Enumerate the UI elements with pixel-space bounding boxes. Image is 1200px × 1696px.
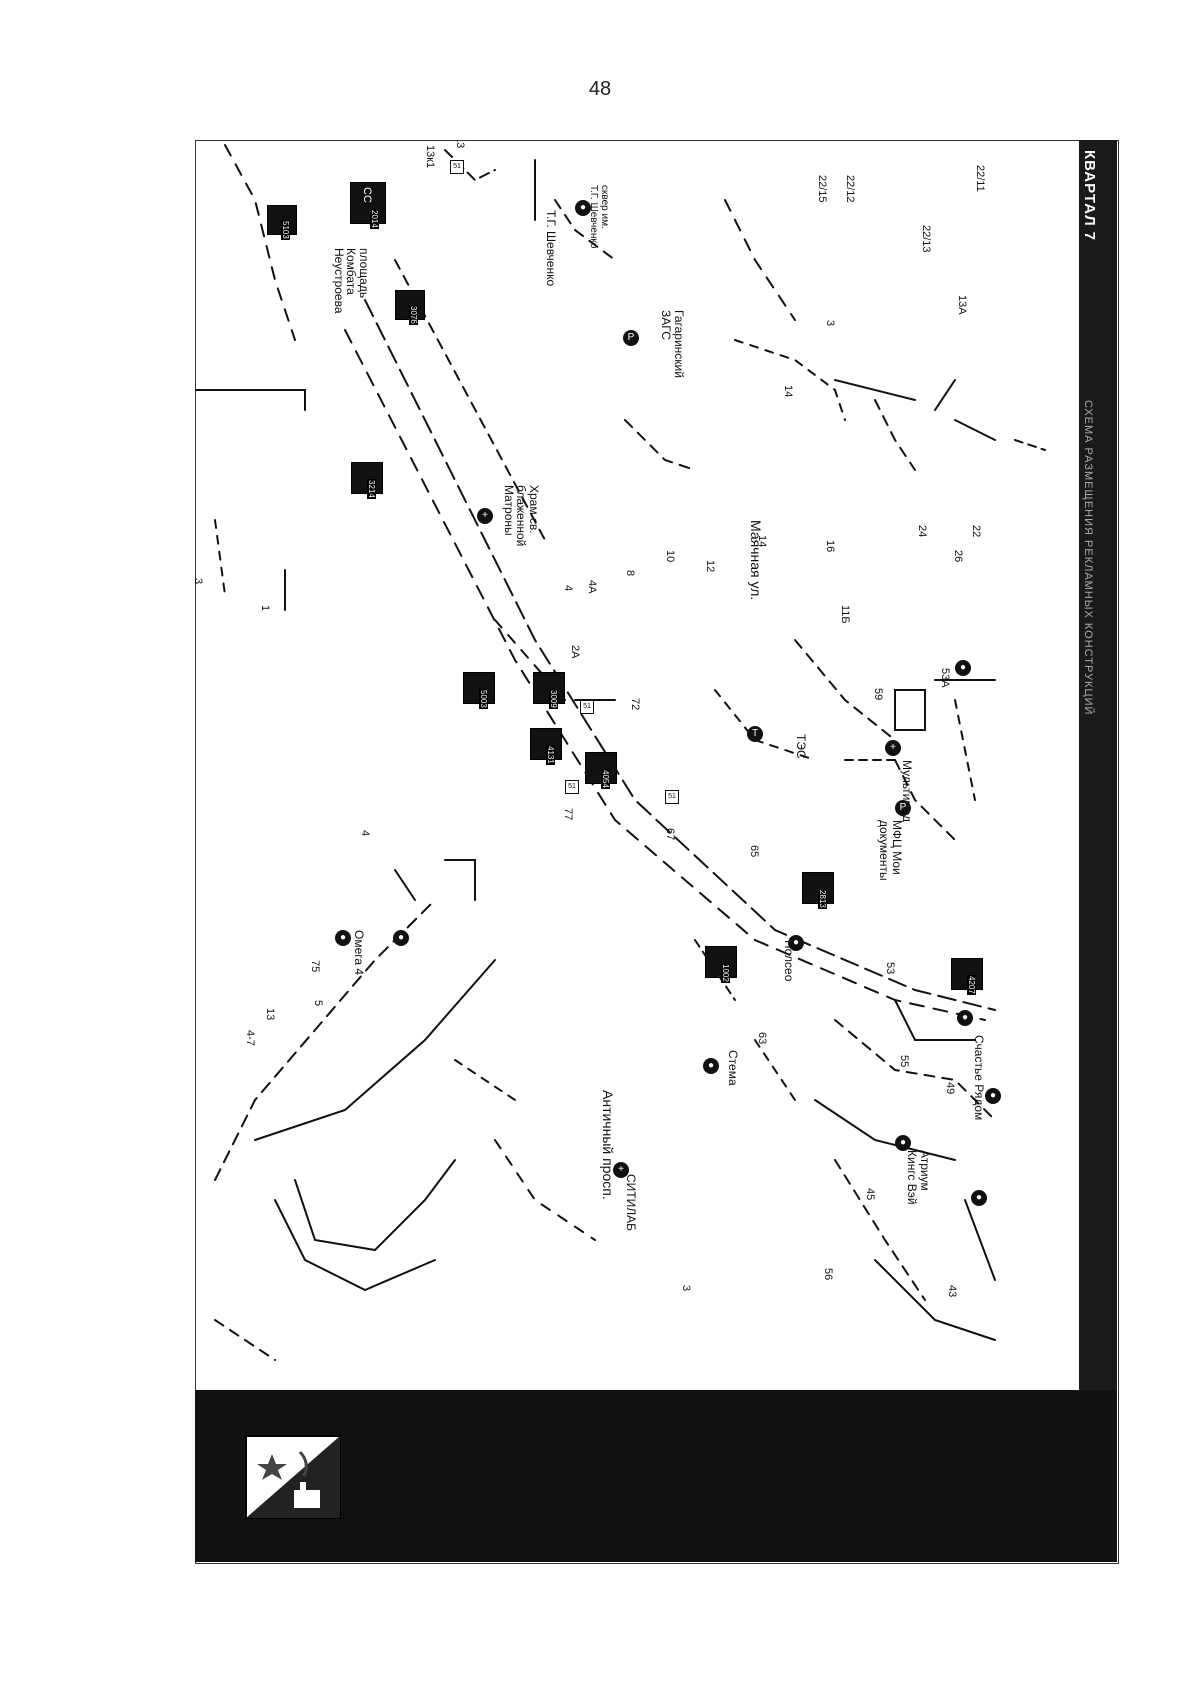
house-number: 14 — [782, 385, 794, 398]
house-number: 13 — [264, 1008, 276, 1021]
billboard-marker[interactable]: 2813 — [802, 872, 834, 909]
house-number: 56 — [822, 1268, 834, 1281]
place-label-skver: сквер им. Т.Г. Шевченко — [588, 185, 611, 249]
church-icon: + — [477, 508, 493, 524]
billboard-marker[interactable]: 5103 — [267, 205, 297, 240]
house-number: 4-7 — [244, 1030, 256, 1046]
house-number: 3 — [824, 320, 836, 327]
bus-stop-icon: 51 — [665, 790, 679, 804]
city-emblem-icon — [242, 1432, 344, 1522]
lab-icon: + — [613, 1162, 629, 1178]
bus-stop-icon: 51 — [450, 160, 464, 174]
billboard-marker[interactable]: 4131 — [530, 728, 562, 765]
house-number: 22/12 — [844, 175, 856, 203]
medical-icon: + — [885, 740, 901, 756]
billboard-marker[interactable]: 1002 — [705, 946, 737, 983]
shop-icon: ● — [335, 930, 351, 946]
house-number: 4 — [562, 585, 574, 592]
billboard-marker[interactable]: 5003 — [463, 672, 495, 709]
shop-icon: ● — [393, 930, 409, 946]
house-number: 55 — [898, 1055, 910, 1068]
footer-bar — [195, 1390, 1117, 1562]
bus-stop-icon: 51 — [580, 700, 594, 714]
shop-icon: ● — [957, 1010, 973, 1026]
house-number: 53 — [884, 962, 896, 975]
house-number: 4А — [586, 580, 598, 594]
house-number: 24 — [916, 525, 928, 538]
house-number: 8 — [624, 570, 636, 577]
house-number: 1 — [259, 605, 271, 612]
place-label-stema: Стема — [726, 1050, 740, 1086]
house-number: 12 — [704, 560, 716, 573]
road-network — [195, 144, 1046, 1361]
house-number: 26 — [952, 550, 964, 563]
place-label-shevchenko: Т.Г. Шевченко — [544, 210, 558, 287]
street-label-antichny: Античный просп. — [600, 1090, 616, 1200]
place-label-khram: Храм св. блаженной Матроны — [501, 485, 541, 547]
shop-icon: ● — [788, 935, 804, 951]
place-label-ploshchad: площадь Комбата Неустроева — [331, 248, 371, 314]
park-icon: ● — [575, 200, 591, 216]
place-label-atrium: Атриум Кингс Вэй — [905, 1150, 932, 1205]
title-band — [1079, 140, 1117, 1390]
billboard-marker[interactable]: 3009 — [533, 672, 565, 709]
place-label-sitilab: СИТИЛАБ — [624, 1174, 638, 1231]
house-number: 10 — [664, 550, 676, 563]
billboard-marker-cc[interactable]: СС 2014 — [350, 182, 386, 229]
house-number: 3 — [680, 1285, 692, 1292]
shop-icon: ● — [971, 1190, 987, 1206]
marker-icon: ● — [955, 660, 971, 676]
registry-office-icon: P — [623, 330, 639, 346]
map-sheet — [195, 140, 1119, 1564]
mall-icon: ● — [895, 1135, 911, 1151]
band-caption: СХЕМА РАЗМЕЩЕНИЯ РЕКЛАМНЫХ КОНСТРУКЦИЙ — [1082, 400, 1094, 716]
billboard-marker[interactable]: 3076 — [395, 290, 425, 325]
house-number: 59 — [872, 688, 884, 701]
quarter-title: КВАРТАЛ 7 — [1081, 150, 1098, 242]
page-number: 48 — [588, 78, 612, 100]
bus-stop-icon: 51 — [565, 780, 579, 794]
map-canvas[interactable]: площадь Комбата Неустроева Т.Г. Шевченко… — [195, 140, 1079, 1390]
street-label-mayachnaya: Маячная ул. — [748, 520, 764, 601]
house-number: 43 — [946, 1285, 958, 1298]
house-number: 2А — [569, 645, 581, 659]
house-number: 5 — [312, 1000, 324, 1007]
house-number: 45 — [864, 1188, 876, 1201]
house-number: 16 — [824, 540, 836, 553]
house-number: 53А — [939, 668, 951, 688]
house-number: 22/13 — [920, 225, 932, 253]
house-number: 72 — [629, 698, 641, 711]
mfc-icon: P — [895, 800, 911, 816]
place-label-schastye: Счастье Рядом — [972, 1035, 986, 1121]
place-label-zags: Гагаринский ЗАГС — [659, 310, 686, 378]
house-number: 49 — [944, 1082, 956, 1095]
house-number: 13 — [454, 140, 466, 149]
house-number: 4 — [359, 830, 371, 837]
place-label-omega: Омега 4 — [352, 930, 366, 976]
house-number: 22/11 — [974, 165, 986, 192]
house-number: 14 — [756, 535, 768, 548]
billboard-marker[interactable]: 4207 — [951, 958, 983, 995]
house-number: 75 — [309, 960, 321, 973]
tes-icon: Т — [747, 726, 763, 742]
house-number: 63 — [756, 1032, 768, 1045]
house-number: 13к1 — [424, 145, 436, 169]
house-number: 22/15 — [816, 175, 828, 203]
shop-icon: ● — [703, 1058, 719, 1074]
shop-icon: ● — [985, 1088, 1001, 1104]
house-number: 3 — [195, 578, 204, 584]
billboard-marker[interactable]: 4054 — [585, 752, 617, 789]
house-number: 65 — [748, 845, 760, 858]
house-number: 13А — [956, 295, 968, 315]
house-number: 67 — [664, 828, 676, 841]
house-number: 22 — [970, 525, 982, 538]
place-label-mfc: МФЦ Мои документы — [877, 820, 904, 881]
house-number: 77 — [562, 808, 574, 821]
house-number: 11Б — [839, 605, 851, 624]
billboard-marker[interactable]: 3214 — [351, 462, 383, 499]
place-label-tes: ТЭС — [794, 734, 808, 759]
